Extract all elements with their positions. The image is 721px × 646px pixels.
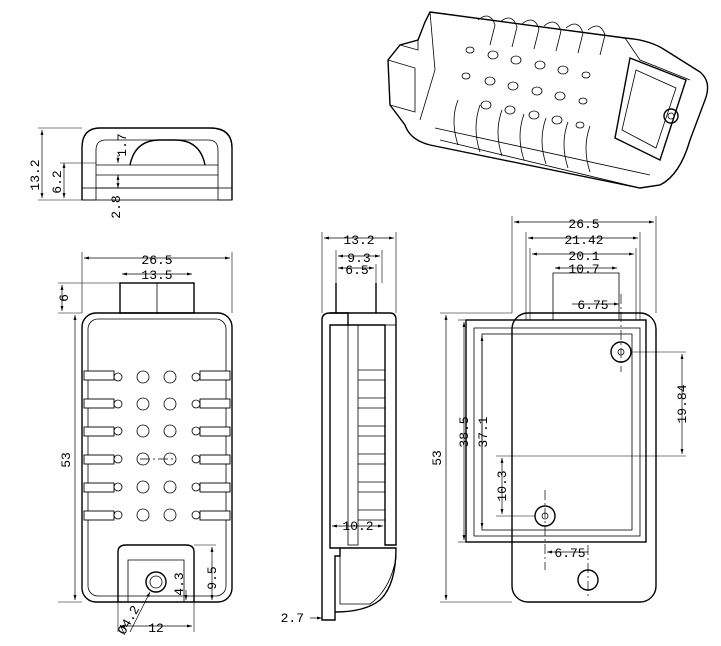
top-view: 13.2 6.2 1.7 2.8 (28, 127, 233, 219)
dim-top-h-total: 13.2 (28, 159, 43, 190)
dim-front-slot-w: 4.3 (172, 572, 187, 595)
dim-back-w: 26.5 (568, 217, 599, 232)
isometric-view (387, 11, 709, 189)
dim-back-h-hole-low: 10.3 (495, 470, 510, 501)
front-hole-grid (113, 370, 201, 522)
dim-front-h-total: 53 (59, 452, 74, 468)
iso-hole-grid (461, 46, 591, 129)
dim-back-h-total: 53 (430, 450, 445, 466)
front-left-vents (83, 370, 115, 521)
dim-back-w2: 21.42 (564, 233, 603, 248)
front-view: 26.5 13.5 6 53 9.5 4.3 Ø4.2 12 (57, 252, 233, 638)
iso-top-slots (477, 15, 606, 56)
dim-back-h-pcb2: 37.1 (476, 416, 491, 447)
dim-back-hole-offset-bottom: 6.75 (554, 546, 585, 561)
dim-front-slot-wide: 12 (148, 621, 164, 636)
dim-side-w: 13.2 (343, 233, 374, 248)
dim-back-h-pcb: 38.5 (457, 416, 472, 447)
dim-top-h-base: 2.8 (109, 195, 124, 218)
dim-top-h-dome: 1.7 (115, 133, 130, 156)
front-right-vents (199, 370, 231, 521)
dim-front-hole-d: Ø4.2 (115, 603, 144, 638)
dim-back-w3: 20.1 (568, 249, 599, 264)
dim-front-slot-h: 9.5 (205, 566, 220, 589)
dim-side-inner: 10.2 (342, 519, 373, 534)
dim-back-h-holes: 19.84 (675, 384, 690, 423)
dim-front-h-top: 6 (57, 294, 72, 302)
side-rib-lines (358, 369, 385, 521)
dim-front-w: 26.5 (141, 253, 172, 268)
dim-side-w3: 6.5 (345, 263, 368, 278)
dim-side-base: 2.7 (281, 611, 304, 626)
back-view: 26.5 21.42 20.1 10.7 6.75 6.75 53 38.5 3… (430, 216, 690, 603)
dim-top-h-inner: 6.2 (50, 170, 65, 193)
iso-front-slots (453, 99, 591, 173)
dim-back-w4: 10.7 (568, 262, 599, 277)
side-section-view: 13.2 9.3 6.5 10.2 2.7 (281, 232, 397, 626)
dim-back-hole-offset-top: 6.75 (577, 298, 608, 313)
dim-front-w-top: 13.5 (141, 268, 172, 283)
dim-side-w2: 9.3 (347, 251, 370, 266)
